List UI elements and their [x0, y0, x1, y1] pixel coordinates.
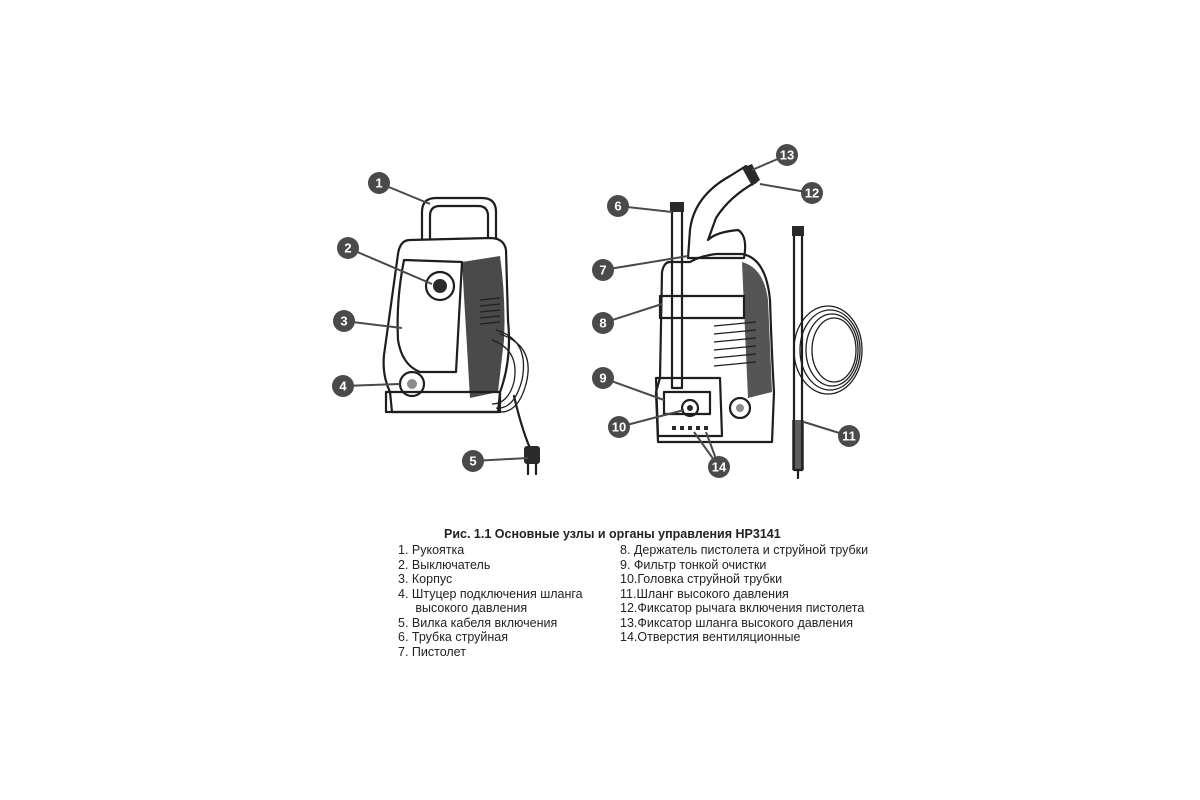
legend-item: 8. Держатель пистолета и струйной трубки: [620, 543, 869, 557]
svg-text:3: 3: [340, 314, 347, 329]
legend-item: 14.Отверстия вентиляционные: [620, 630, 801, 644]
callout-4: 4: [332, 375, 354, 397]
callout-13: 13: [776, 144, 798, 166]
callout-9: 9: [592, 367, 614, 389]
callout-10: 10: [608, 416, 630, 438]
callout-14: 14: [708, 456, 730, 478]
legend-item: 6. Трубка струйная: [398, 630, 509, 644]
washer-rear-view: [382, 196, 540, 476]
callout-11: 11: [838, 425, 860, 447]
svg-text:11: 11: [842, 429, 856, 444]
figure-caption: Рис. 1.1 Основные узлы и органы управлен…: [444, 527, 781, 541]
washer-front-view: [654, 164, 863, 480]
legend-item: 2. Выключатель: [398, 557, 491, 572]
svg-text:12: 12: [805, 186, 819, 201]
svg-text:1: 1: [375, 176, 382, 191]
svg-text:4: 4: [339, 379, 347, 394]
callout-2: 2: [337, 237, 359, 259]
callout-5: 5: [462, 450, 484, 472]
callout-7: 7: [592, 259, 614, 281]
legend-item: 7. Пистолет: [398, 644, 466, 659]
legend-item: 12.Фиксатор рычага включения пистолета: [620, 601, 865, 615]
legend-item: 13.Фиксатор шланга высокого давления: [620, 615, 853, 630]
svg-text:8: 8: [599, 316, 606, 331]
callout-12: 12: [801, 182, 823, 204]
callout-1: 1: [368, 172, 390, 194]
legend-item: 4. Штуцер подключения шланга: [398, 586, 583, 601]
legend-left-column: 1. Рукоятка 2. Выключатель 3. Корпус 4. …: [398, 543, 598, 659]
svg-text:5: 5: [469, 454, 476, 469]
svg-text:6: 6: [614, 199, 621, 214]
legend-right-column: 8. Держатель пистолета и струйной трубки…: [620, 543, 880, 645]
svg-text:14: 14: [712, 460, 727, 475]
callout-6: 6: [607, 195, 629, 217]
svg-text:10: 10: [612, 420, 626, 435]
callout-8: 8: [592, 312, 614, 334]
legend-item: 10.Головка струйной трубки: [620, 572, 783, 586]
legend-item-continuation: высокого давления: [398, 601, 528, 615]
legend-item: 9. Фильтр тонкой очистки: [620, 557, 767, 572]
legend-item: 11.Шланг высокого давления: [620, 586, 789, 601]
svg-text:7: 7: [599, 263, 606, 278]
parts-diagram: 1 2 3 4 5 6 7 8 9 10 11 12 13 14: [332, 144, 863, 480]
svg-text:9: 9: [599, 371, 606, 386]
legend-item: 5. Вилка кабеля включения: [398, 615, 558, 630]
svg-text:13: 13: [780, 148, 794, 163]
svg-text:2: 2: [344, 241, 351, 256]
legend-item: 3. Корпус: [398, 572, 453, 586]
callout-3: 3: [333, 310, 355, 332]
legend-item: 1. Рукоятка: [398, 543, 465, 557]
